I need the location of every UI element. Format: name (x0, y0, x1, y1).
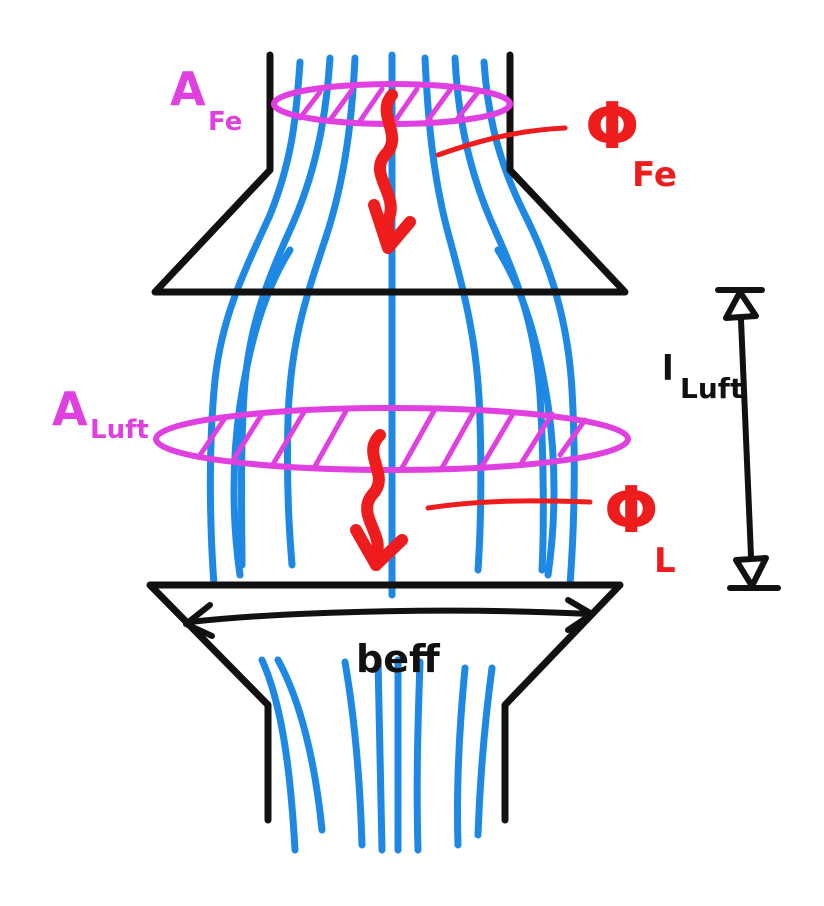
air-area-hatching (197, 408, 588, 471)
field-line (258, 656, 299, 854)
dimension-arrows (183, 287, 781, 639)
air-gap-length-line (737, 293, 755, 583)
field-line (274, 656, 326, 834)
air-gap-length-arrow-bottom (733, 555, 769, 589)
iron-flux-label: Φ (585, 90, 639, 164)
upper-pole-piece (151, 51, 629, 296)
field-line (206, 58, 304, 589)
effective-width-arrow-left (183, 602, 215, 639)
iron-area-label-sub: Fe (208, 107, 242, 137)
air-gap-length-arrow-top (723, 289, 759, 321)
iron-area-label: A (170, 62, 206, 116)
flux-iron-leader (435, 125, 568, 158)
field-line (480, 58, 578, 589)
air-flux-label-sub: L (654, 541, 676, 581)
field-line (413, 658, 424, 854)
air-area-label: A (52, 382, 88, 436)
flux-leader-lines (425, 125, 593, 511)
effective-width-arrow-right (565, 597, 595, 633)
effective-width-line (187, 607, 593, 625)
air-gap-length-label: l (662, 349, 674, 389)
cross-section-areas (153, 81, 631, 473)
air-area-label-sub: Luft (90, 415, 149, 445)
field-line (474, 664, 496, 839)
flux-air-leader (425, 498, 593, 511)
flux-arrow-iron (373, 89, 399, 251)
flux-arrow-air-head (350, 524, 408, 571)
air-area-ellipse (153, 405, 631, 473)
field-line (341, 658, 366, 849)
flux-arrow-air (361, 429, 386, 571)
air-flux-label: Φ (604, 474, 658, 548)
field-line (374, 656, 386, 854)
field-line (453, 664, 469, 849)
field-line (283, 54, 359, 569)
labels: A Fe A Luft Φ Fe Φ L l Luft beff (52, 62, 743, 681)
flux-arrows (350, 89, 416, 571)
iron-area-hatching (297, 86, 481, 124)
iron-flux-label-sub: Fe (632, 155, 677, 195)
effective-width-label: beff (356, 637, 441, 681)
flux-arrow-iron-head (368, 199, 416, 254)
field-line (421, 54, 485, 574)
air-gap-length-label-sub: Luft (680, 372, 743, 405)
